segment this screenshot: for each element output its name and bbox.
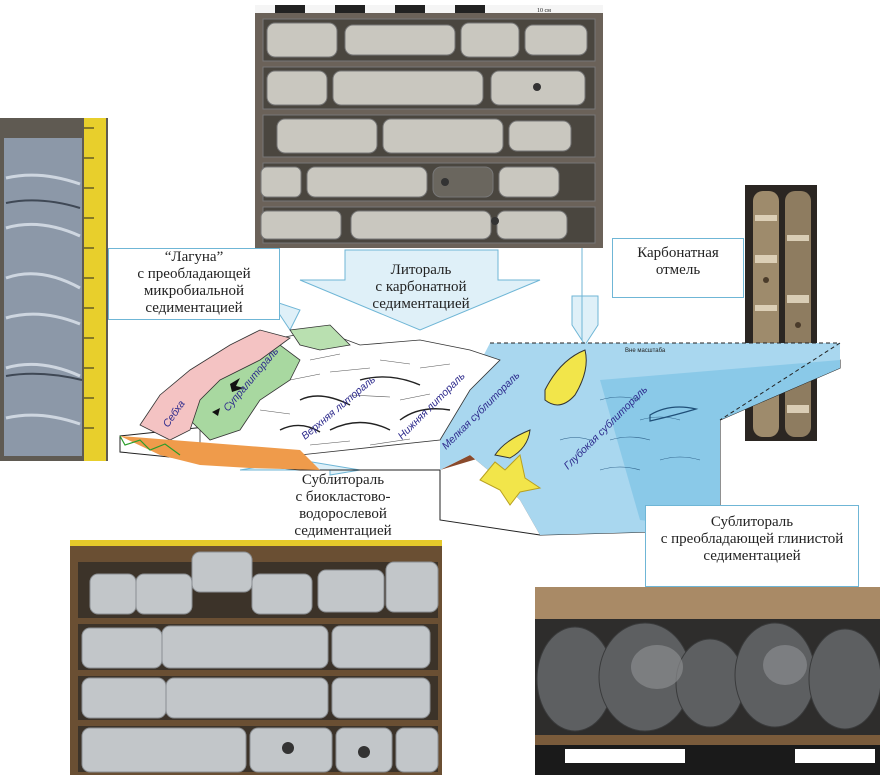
callout-litoral-text: Литораль с карбонатной седиментацией [345,262,497,313]
callout-arrow-otmel [572,296,598,345]
callout-laguna: “Лагуна” с преобладающей микробиальной с… [108,248,280,320]
callout-otmel: Карбонатная отмель [612,238,744,298]
scale-note: Вне масштаба [625,348,666,354]
callout-sublitoral-bio-text: Сублитораль с биокластово- водорослевой … [240,472,446,540]
callout-sublitoral-clay: Сублитораль с преобладающей глинистой се… [645,505,859,587]
callout-litoral: Литораль с карбонатной седиментацией [345,262,497,317]
callout-sublitoral-bio: Сублитораль с биокластово- водорослевой … [240,472,446,540]
callout-otmel-text: Карбонатная отмель [613,245,743,279]
callout-laguna-text: “Лагуна” с преобладающей микробиальной с… [109,249,279,317]
callout-sublitoral-clay-text: Сублитораль с преобладающей глинистой се… [646,514,858,565]
